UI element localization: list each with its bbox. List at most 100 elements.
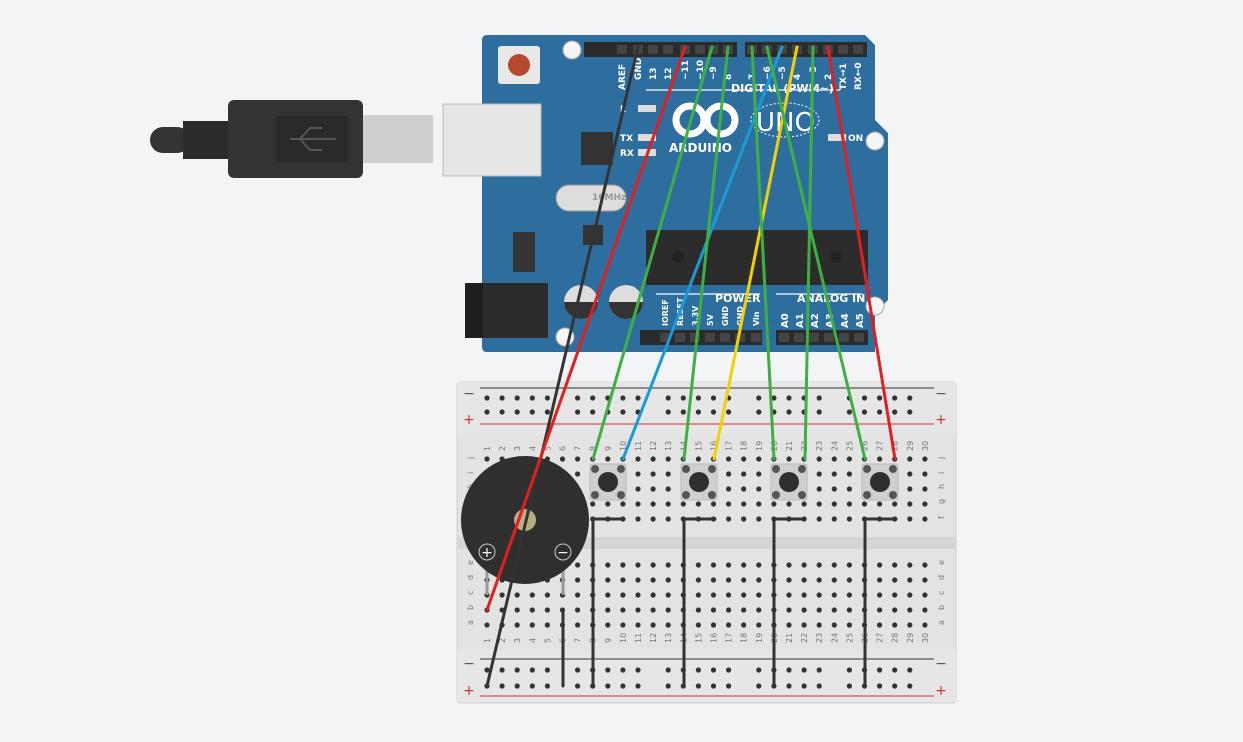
header-pin[interactable] [751,333,761,342]
breadboard-hole[interactable] [575,622,581,628]
breadboard-hole[interactable] [575,471,581,477]
breadboard-hole[interactable] [801,562,807,568]
breadboard-hole[interactable] [831,516,837,522]
breadboard-hole[interactable] [846,562,853,568]
breadboard-hole[interactable] [846,592,853,598]
rail-hole[interactable] [544,395,551,401]
breadboard-hole[interactable] [665,577,671,583]
wire-button-ground[interactable] [863,517,898,688]
breadboard-hole[interactable] [756,456,762,462]
header-pin[interactable] [853,45,863,54]
breadboard-hole[interactable] [741,607,747,613]
breadboard-hole[interactable] [650,562,656,568]
rail-hole[interactable] [816,683,822,689]
breadboard-hole[interactable] [635,592,641,598]
breadboard-hole[interactable] [726,622,732,628]
breadboard-hole[interactable] [726,562,732,568]
header-pin[interactable] [617,45,627,54]
breadboard-hole[interactable] [605,577,611,583]
breadboard-hole[interactable] [726,516,732,522]
breadboard-hole[interactable] [922,516,928,522]
header-pin[interactable] [675,333,685,342]
header-pin[interactable] [690,333,700,342]
rail-hole[interactable] [756,395,762,401]
wire-button-ground[interactable] [591,517,626,688]
rail-hole[interactable] [484,409,490,415]
breadboard-hole[interactable] [635,486,641,492]
breadboard-hole[interactable] [816,471,822,477]
breadboard-hole[interactable] [605,622,611,628]
rail-hole[interactable] [620,395,626,401]
rail-hole[interactable] [499,395,505,401]
breadboard-hole[interactable] [575,607,581,613]
breadboard-hole[interactable] [922,592,928,598]
rail-hole[interactable] [590,395,596,401]
breadboard-hole[interactable] [635,607,641,613]
rail-hole[interactable] [892,409,898,415]
header-pin[interactable] [794,333,804,342]
header-pin[interactable] [854,333,864,342]
breadboard-hole[interactable] [831,471,837,477]
rail-hole[interactable] [861,395,868,401]
rail-hole[interactable] [726,667,732,673]
breadboard-hole[interactable] [680,501,686,507]
rail-hole[interactable] [710,409,717,415]
breadboard-hole[interactable] [831,622,837,628]
breadboard-hole[interactable] [801,592,807,598]
breadboard-hole[interactable] [710,607,717,613]
breadboard-hole[interactable] [635,471,641,477]
breadboard-hole[interactable] [846,501,853,507]
breadboard-hole[interactable] [544,622,551,628]
breadboard-hole[interactable] [907,592,913,598]
breadboard-hole[interactable] [484,622,490,628]
pushbutton[interactable] [861,463,899,501]
rail-hole[interactable] [680,395,686,401]
rail-hole[interactable] [665,683,671,689]
breadboard-hole[interactable] [816,516,822,522]
breadboard-hole[interactable] [695,577,702,583]
header-pin[interactable] [824,333,834,342]
breadboard-hole[interactable] [877,622,883,628]
breadboard-hole[interactable] [665,456,671,462]
breadboard-hole[interactable] [665,592,671,598]
breadboard-hole[interactable] [846,622,853,628]
pushbutton[interactable] [770,463,808,501]
breadboard-hole[interactable] [786,501,792,507]
breadboard-hole[interactable] [665,607,671,613]
breadboard-hole[interactable] [922,486,928,492]
breadboard-hole[interactable] [726,607,732,613]
breadboard-hole[interactable] [877,456,883,462]
breadboard-hole[interactable] [695,456,702,462]
rail-hole[interactable] [907,395,913,401]
rail-hole[interactable] [529,395,535,401]
breadboard-hole[interactable] [786,622,792,628]
wire-pin7-green[interactable] [750,45,776,461]
breadboard-hole[interactable] [756,471,762,477]
breadboard-hole[interactable] [575,577,581,583]
breadboard-hole[interactable] [756,592,762,598]
breadboard-hole[interactable] [650,501,656,507]
breadboard-hole[interactable] [650,592,656,598]
rail-hole[interactable] [892,683,898,689]
breadboard-hole[interactable] [695,607,702,613]
rail-hole[interactable] [590,409,596,415]
breadboard-hole[interactable] [831,592,837,598]
rail-hole[interactable] [544,409,551,415]
breadboard-hole[interactable] [529,622,535,628]
breadboard-hole[interactable] [650,607,656,613]
breadboard-hole[interactable] [786,456,792,462]
breadboard-hole[interactable] [620,592,626,598]
rail-hole[interactable] [499,683,505,689]
rail-hole[interactable] [575,667,581,673]
rail-hole[interactable] [786,395,792,401]
header-pin[interactable] [695,45,705,54]
breadboard-hole[interactable] [877,501,883,507]
breadboard-hole[interactable] [756,622,762,628]
breadboard-hole[interactable] [665,471,671,477]
breadboard-hole[interactable] [846,607,853,613]
breadboard-hole[interactable] [907,501,913,507]
breadboard-hole[interactable] [756,516,762,522]
rail-hole[interactable] [514,683,520,689]
rail-hole[interactable] [816,667,822,673]
